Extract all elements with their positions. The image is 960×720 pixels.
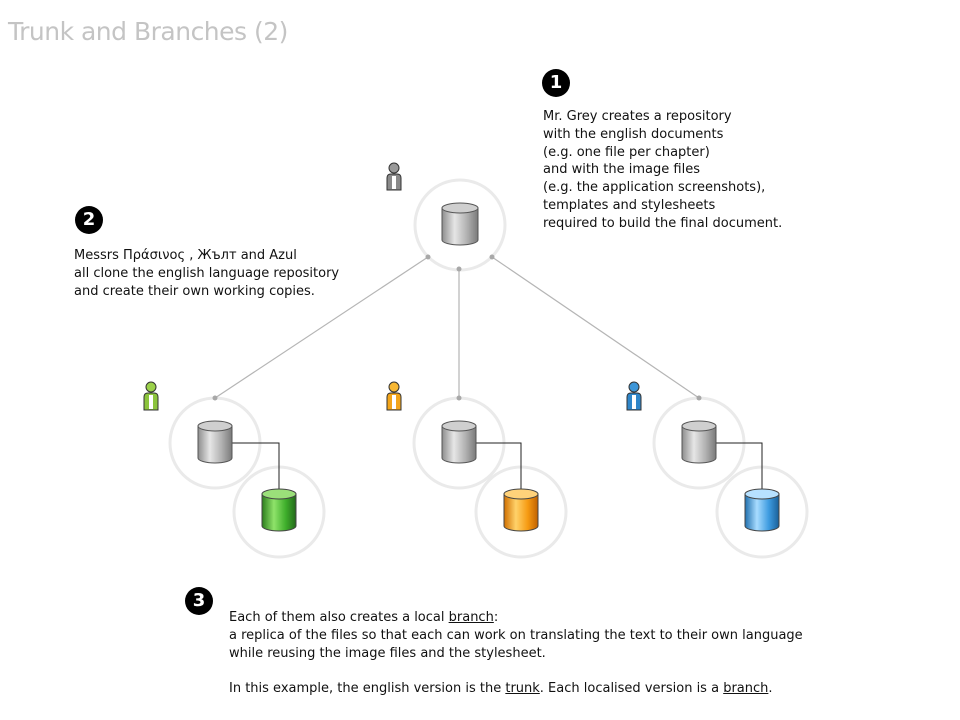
step-2-line: Messrs Πράσινος , Жълт and Azul <box>74 248 297 263</box>
connector-clone-branch-green <box>232 442 280 490</box>
database-icon <box>503 488 539 532</box>
step-1-line: Mr. Grey creates a repository <box>543 109 732 124</box>
step-1-line: and with the image files <box>543 162 700 178</box>
database-icon <box>197 420 233 464</box>
database-icon <box>261 488 297 532</box>
connector-clone-branch-blue <box>716 442 763 490</box>
step-3-line-1: Each of them also creates a local branch… <box>229 610 499 625</box>
user-icon <box>386 381 402 411</box>
step-2-badge: 2 <box>75 206 103 234</box>
trunk-term: trunk <box>505 681 540 697</box>
step-1-line: (e.g. the application screenshots), <box>543 180 766 196</box>
step-2-text: Messrs Πράσινος , Жълт and Azul all clon… <box>74 247 339 300</box>
database-icon <box>441 420 477 464</box>
user-icon <box>626 381 642 411</box>
database-icon <box>681 420 717 464</box>
step-1-line: (e.g. one file per chapter) <box>543 144 710 160</box>
step-1-text: Mr. Grey creates a repository with the e… <box>543 108 782 233</box>
step-1-line: with the english documents <box>543 126 724 142</box>
slide-title: Trunk and Branches (2) <box>8 17 288 46</box>
user-icon <box>386 162 402 191</box>
step-3-line-2: a replica of the files so that each can … <box>229 627 803 643</box>
step-3-line-3: while reusing the image files and the st… <box>229 645 546 661</box>
database-icon <box>441 202 479 246</box>
database-icon <box>744 488 780 532</box>
step-3-line-5: In this example, the english version is … <box>229 681 773 697</box>
connector-trunk-blue <box>491 256 700 399</box>
step-3-text: Each of them also creates a local branch… <box>229 609 803 698</box>
connector-clone-branch-orange <box>476 442 522 490</box>
step-1-line: required to build the final document. <box>543 215 783 231</box>
step-3-badge: 3 <box>185 587 213 615</box>
connector-trunk-green <box>214 256 429 399</box>
branch-term: branch <box>448 610 494 625</box>
step-3-blank-line <box>229 662 803 680</box>
step-2-line: and create their own working copies. <box>74 283 315 299</box>
user-icon <box>143 381 159 411</box>
step-1-badge: 1 <box>542 69 570 97</box>
branch-term: branch <box>723 681 769 697</box>
step-1-line: templates and stylesheets <box>543 197 716 213</box>
step-2-line: all clone the english language repositor… <box>74 265 340 281</box>
